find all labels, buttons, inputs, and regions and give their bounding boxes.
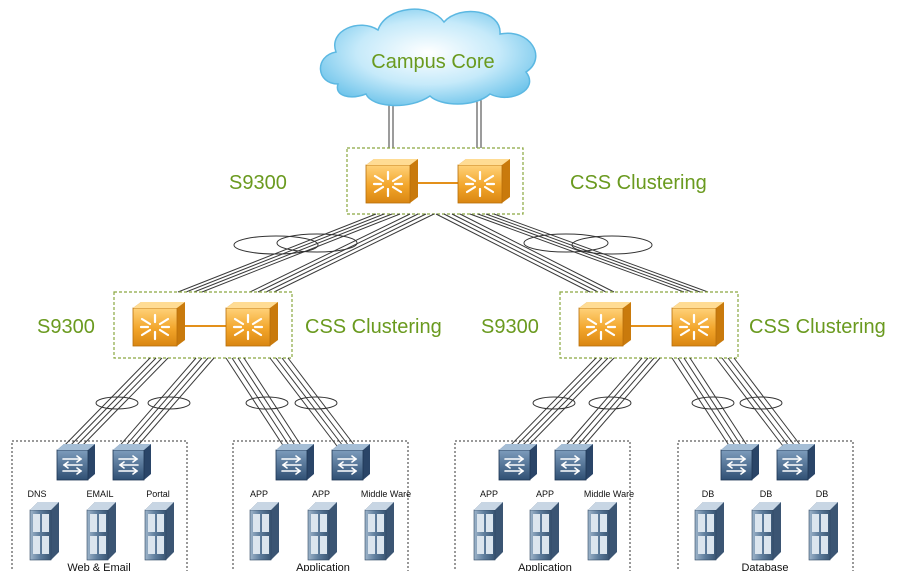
server-icon	[364, 501, 395, 561]
server-label: Middle Ware	[584, 489, 634, 499]
aggregation-to-access-links	[59, 357, 805, 451]
server-icon	[473, 501, 504, 561]
server-icon	[587, 501, 618, 561]
server-label: APP	[536, 489, 554, 499]
campus-core-cloud: Campus Core	[319, 8, 537, 107]
server-group-application-right: APP APP Middle Ware Application	[473, 443, 634, 571]
right-cluster-label: CSS Clustering	[749, 316, 886, 338]
access-switch-icon	[112, 443, 152, 481]
right-aggregation-cluster: S9300 CSS Clustering	[481, 291, 886, 359]
left-cluster-frame	[113, 291, 293, 359]
server-label: APP	[312, 489, 330, 499]
left-aggregation-cluster: S9300 CSS Clustering	[37, 291, 442, 359]
server-icon	[529, 501, 560, 561]
server-icon	[249, 501, 280, 561]
group-label: Database	[741, 562, 788, 571]
server-label: APP	[250, 489, 268, 499]
server-icon	[694, 501, 725, 561]
left-switch-label: S9300	[37, 316, 95, 338]
server-icon	[86, 501, 117, 561]
access-switch-icon	[776, 443, 816, 481]
group-label: Application	[296, 562, 350, 571]
core-uplinks	[388, 100, 482, 148]
access-switch-icon	[554, 443, 594, 481]
server-group-web-email: DNS EMAIL Portal Web & Email	[27, 443, 175, 571]
server-icon	[808, 501, 839, 561]
server-label: Portal	[146, 489, 170, 499]
server-group-application-left: APP APP Middle Ware Application	[249, 443, 411, 571]
access-switch-icon	[498, 443, 538, 481]
access-switch-icon	[275, 443, 315, 481]
group-label: Web & Email	[67, 562, 130, 571]
top-cluster: S9300 CSS Clustering	[229, 147, 707, 215]
server-icon	[29, 501, 60, 561]
server-group-frame	[11, 440, 188, 571]
core-switch-icon	[456, 157, 512, 205]
server-label: DB	[816, 489, 829, 499]
core-switch-icon	[224, 300, 280, 348]
server-label: APP	[480, 489, 498, 499]
server-group-frame	[677, 440, 854, 571]
cloud-icon	[319, 8, 537, 107]
top-to-aggregation-links	[177, 213, 709, 293]
server-label: DNS	[27, 489, 46, 499]
top-cluster-label: CSS Clustering	[570, 172, 707, 194]
right-cluster-frame	[559, 291, 739, 359]
server-label: DB	[702, 489, 715, 499]
server-group-frame	[454, 440, 631, 571]
server-icon	[307, 501, 338, 561]
server-label: EMAIL	[86, 489, 113, 499]
access-switch-icon	[331, 443, 371, 481]
server-group-database: DB DB DB Database	[694, 443, 839, 571]
core-switch-icon	[364, 157, 420, 205]
campus-core-label: Campus Core	[371, 51, 494, 73]
server-icon	[144, 501, 175, 561]
top-switch-label: S9300	[229, 172, 287, 194]
server-label: Middle Ware	[361, 489, 411, 499]
top-cluster-frame	[346, 147, 524, 215]
core-switch-icon	[670, 300, 726, 348]
core-switch-icon	[131, 300, 187, 348]
server-group-frame	[232, 440, 409, 571]
server-icon	[751, 501, 782, 561]
group-label: Application	[518, 562, 572, 571]
access-switch-icon	[720, 443, 760, 481]
right-switch-label: S9300	[481, 316, 539, 338]
server-label: DB	[760, 489, 773, 499]
access-switch-icon	[56, 443, 96, 481]
core-switch-icon	[577, 300, 633, 348]
left-cluster-label: CSS Clustering	[305, 316, 442, 338]
